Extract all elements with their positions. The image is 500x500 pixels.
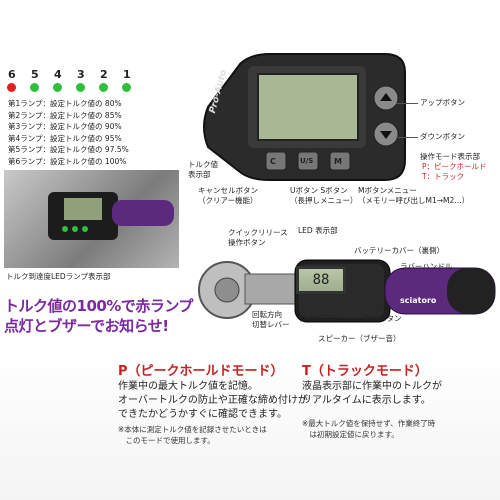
banner-line-2: 点灯とブザーでお知らせ! [4,317,169,335]
mode-p-label: P：ピークホールド [422,162,487,171]
rubber-handle-label: ラバーハンドル [400,262,453,271]
lamp-item: 第6ランプ：設定トルク値の 100% [8,156,127,166]
purple-handle-photo [112,200,174,226]
cancel-button-label: キャンセルボタン （クリアー機能） [198,186,258,205]
c-button[interactable]: C [270,157,276,166]
lamp-dot-red [7,83,16,92]
lamp-number-5: 5 [31,68,39,81]
led-closeup-photo [4,170,179,268]
lamp-threshold-list: 第1ランプ：設定トルク値の 80% 第2ランプ：設定トルク値の 85% 第3ラン… [8,98,168,167]
display-unit-illustration [203,53,406,181]
operation-button-label: 操作ボタン [364,314,402,323]
lamp-number-4: 4 [54,68,62,81]
quick-release-label: クイックリリース 操作ボタン [228,228,288,247]
led-green-icon [82,226,88,232]
m-button-label: Mボタンメニュー （メモリー呼び出しM1→M2…） [358,186,470,205]
battery-cover-label: バッテリーカバー（裏側） [354,246,444,255]
wrench-lcd-photo [64,198,102,220]
direction-lever-label: 回転方向 切替レバー [252,310,290,329]
mode-section [0,345,500,500]
wrench-illustration [198,259,496,323]
mode-t-body: 液晶表示部に作業中のトルクが リアルタイムに表示します。 [302,381,442,406]
banner-line-1: トルク値の100%で赤ランプ [4,297,193,315]
lamp-dot-green [53,83,62,92]
us-button-label: Uボタン Sボタン （長押しメニュー） [290,186,358,205]
mode-p-title: P（ピークホールドモード） [118,364,284,379]
led-green-icon [62,226,68,232]
m-button[interactable]: M [334,157,342,166]
lcd-display-label: 液晶表示部 [300,314,338,323]
lamp-item: 第3ランプ：設定トルク値の 90% [8,122,122,131]
mode-p-body: 作業中の最大トルク値を記憶。 オーバートルクの防止や正確な締め付けが できたかど… [118,381,308,420]
lamp-item: 第2ランプ：設定トルク値の 85% [8,110,122,120]
lamp-dot-green [122,83,131,92]
lamp-dot-green [76,83,85,92]
wrench-brand: sciatoro [400,296,437,305]
up-button-label: アップボタン [420,98,465,107]
headline-banner: トルク値の100%で赤ランプ 点灯とブザーでお知らせ! [4,296,194,336]
speaker-label: スピーカー（ブザー音） [318,334,401,343]
mode-display-label: 操作モード表示部 [420,152,480,161]
us-button[interactable]: U/S [300,157,314,165]
lamp-item: 第1ランプ：設定トルク値の 80% [8,99,122,108]
lamp-dot-green [30,83,39,92]
lamp-item: 第5ランプ：設定トルク値の 97.5% [8,145,129,154]
lamp-dot-green [99,83,108,92]
mode-p-note: ※本体に測定トルク値を記録させたいときは このモードで使用します。 [118,425,267,445]
lamp-number-3: 3 [77,68,85,81]
lamp-item: 第4ランプ：設定トルク値の 95% [8,133,122,143]
led-lamp-label: トルク到達度LEDランプ表示部 [6,272,111,281]
mode-t-title: T（トラックモード） [302,364,428,379]
led-display-label: LED 表示部 [298,226,338,235]
mode-t-note: ※最大トルク値を保持せず、作業終了時 は初期設定値に戻ります。 [302,419,436,439]
lamp-number-6: 6 [8,68,16,81]
led-green-icon [72,226,78,232]
wrench-lcd: 88 [296,266,346,294]
mode-t-label: T：トラック [422,172,465,181]
torque-display-label: トルク値 表示部 [188,160,218,179]
lamp-number-2: 2 [100,68,108,81]
down-button-label: ダウンボタン [420,132,465,141]
lamp-number-1: 1 [123,68,131,81]
